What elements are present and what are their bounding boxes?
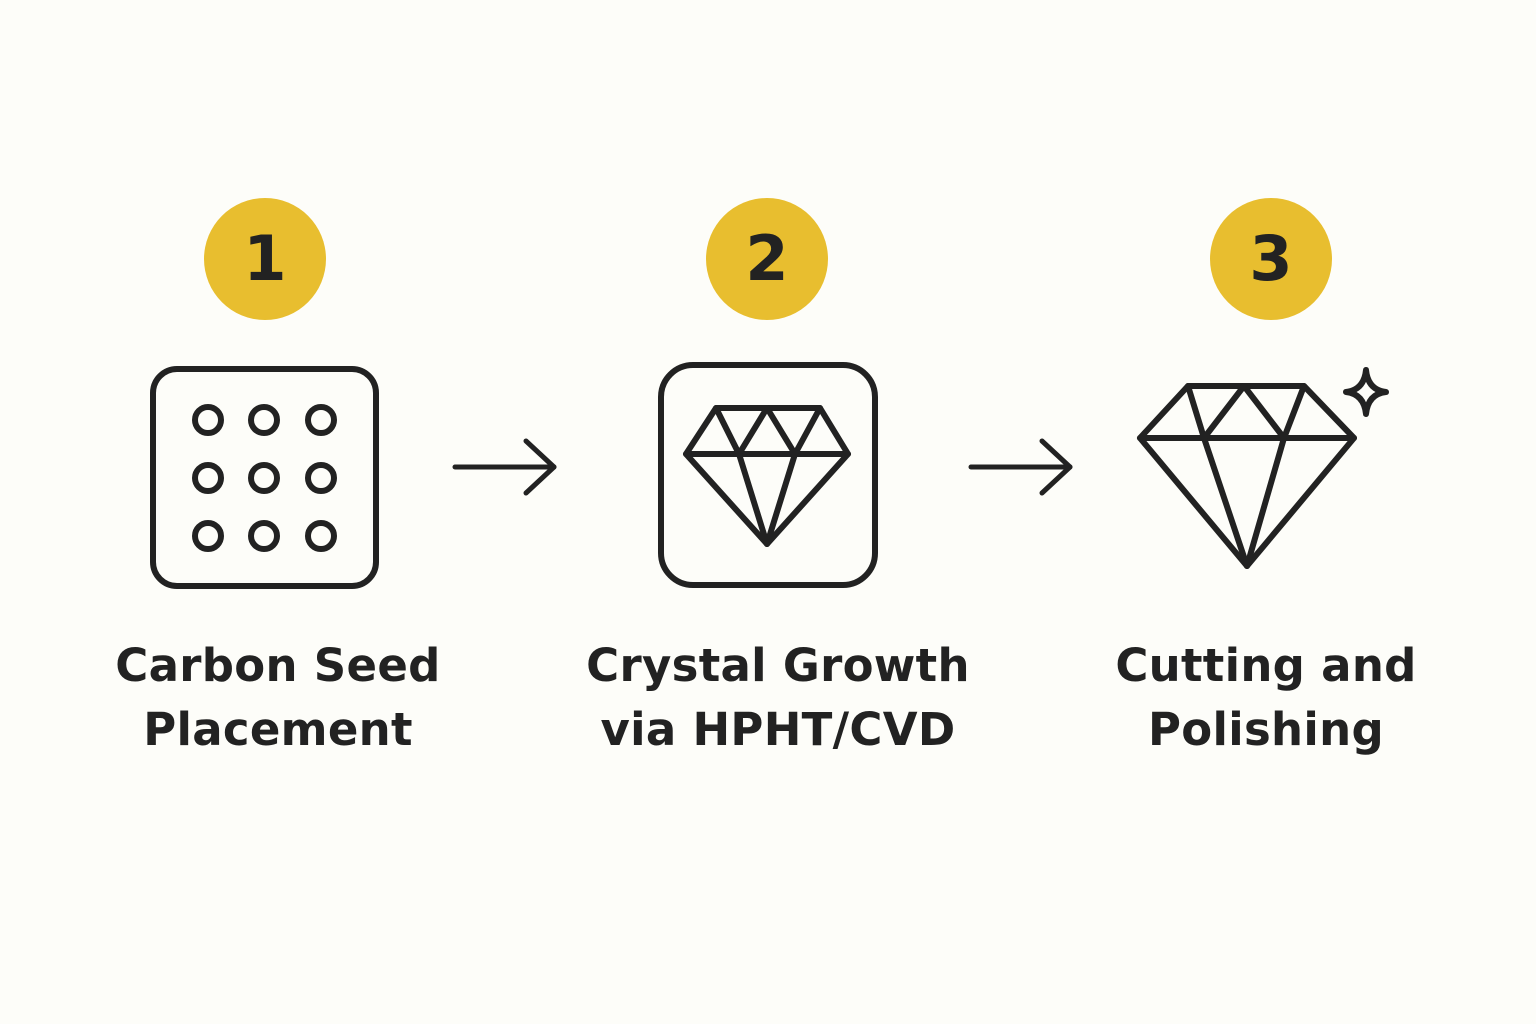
step-2-label-line-1: Crystal Growth (586, 639, 970, 692)
diamond-in-box-icon (658, 362, 878, 588)
step-2-number-badge: 2 (706, 198, 828, 320)
arrow-right-icon (968, 438, 1076, 500)
arrow-right-icon (452, 438, 560, 500)
step-1-number-badge: 1 (204, 198, 326, 320)
step-3-label-line-1: Cutting and (1115, 639, 1417, 692)
step-3-number-badge: 3 (1210, 198, 1332, 320)
step-1-number: 1 (243, 222, 287, 295)
step-2-label: Crystal Growth via HPHT/CVD (568, 634, 988, 762)
step-3-label: Cutting and Polishing (1056, 634, 1476, 762)
step-2-label-line-2: via HPHT/CVD (600, 703, 956, 756)
carbon-seed-grid-icon (150, 366, 380, 590)
step-1-label-line-1: Carbon Seed (115, 639, 441, 692)
step-1-label: Carbon Seed Placement (68, 634, 488, 762)
step-1-label-line-2: Placement (143, 703, 413, 756)
step-2-number: 2 (745, 222, 789, 295)
sparkling-diamond-icon (1136, 364, 1396, 574)
step-3-number: 3 (1249, 222, 1293, 295)
step-3-label-line-2: Polishing (1148, 703, 1384, 756)
